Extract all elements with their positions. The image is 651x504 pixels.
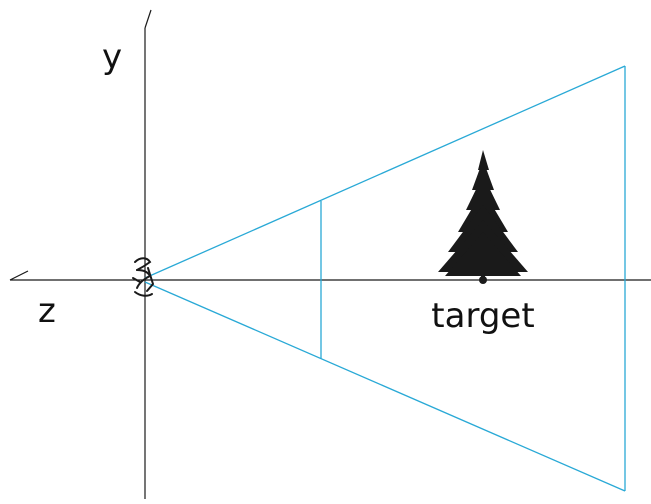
z-axis-tip bbox=[9, 270, 29, 281]
target-point bbox=[479, 276, 487, 284]
frustum-bottom-edge bbox=[144, 281, 626, 492]
pine-tree-icon bbox=[438, 150, 528, 280]
camera-figure-icon bbox=[132, 257, 155, 297]
y-axis-label: y bbox=[102, 37, 122, 77]
y-axis-tip bbox=[144, 9, 152, 29]
z-axis-label: z bbox=[38, 291, 56, 331]
frustum-top-edge bbox=[144, 65, 626, 279]
target-label: target bbox=[431, 296, 534, 336]
